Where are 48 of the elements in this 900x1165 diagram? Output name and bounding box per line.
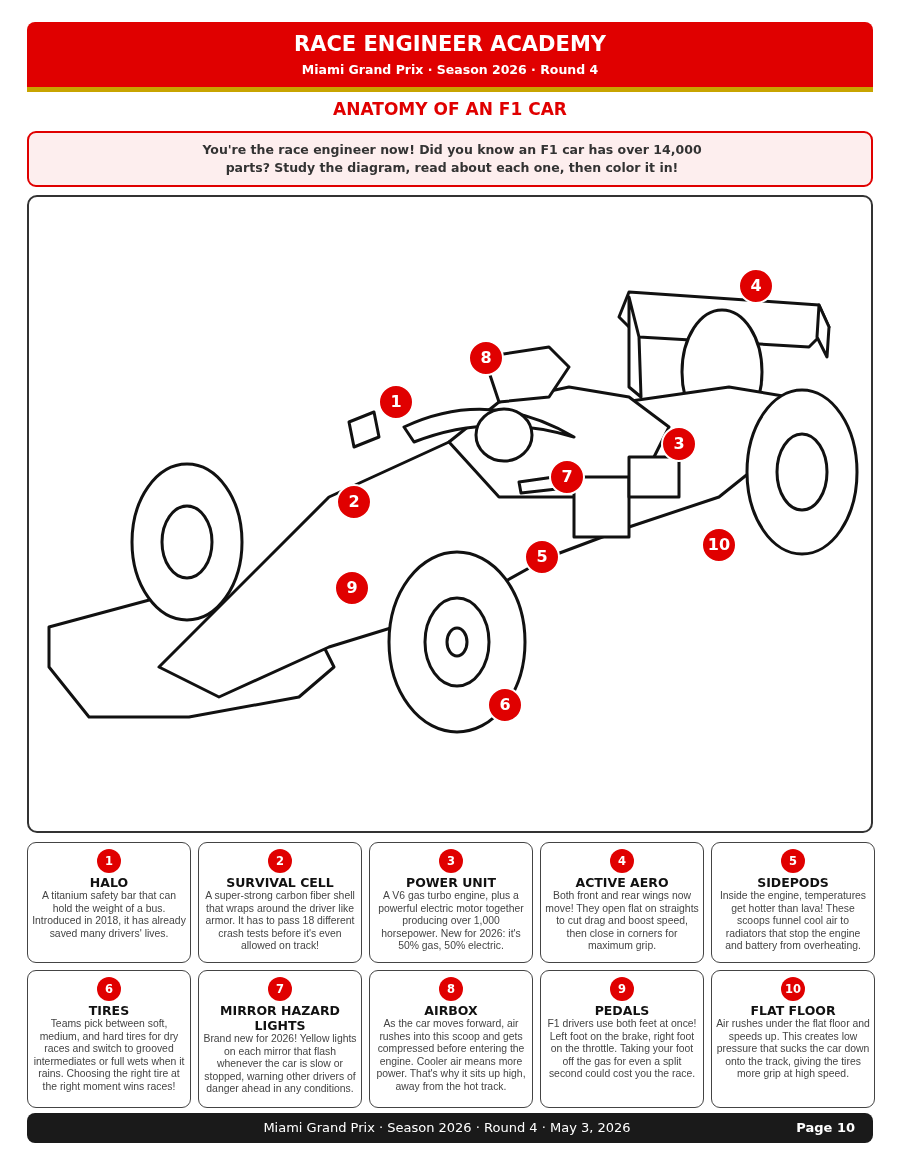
number-badge: 1 [97, 849, 121, 873]
card-title: MIRROR HAZARD LIGHTS [219, 1003, 341, 1033]
info-card [198, 842, 362, 963]
card-title: POWER UNIT [405, 875, 497, 890]
card-description: As the car moves forward, air rushes into this scoop and gets compressed before entering the engine. Cooler air means more power. That's why it sits up high, away from the hot track. [375, 1018, 527, 1094]
card-description: Air rushes under the flat floor and speeds up. This creates low pressure that sucks the car down onto the track, giving the tires more grip at high speed. [716, 1018, 870, 1081]
info-card [540, 842, 704, 963]
card-title: SURVIVAL CELL [225, 875, 335, 890]
card-title: ACTIVE AERO [574, 875, 670, 890]
card-title: TIRES [87, 1003, 131, 1018]
card-description: A super-strong carbon fiber shell that wraps around the driver like armor. It has to pass 18 different crash tests before it's even allowed on track! [204, 890, 356, 953]
card-title: HALO [88, 875, 130, 890]
info-card [711, 970, 875, 1108]
info-card [540, 970, 704, 1108]
page-number: Page 10 [796, 1120, 855, 1135]
card-description: A titanium safety bar that can hold the weight of a bus. Introduced in 2018, it has already saved many drivers' lives. [32, 890, 186, 941]
subtitle: Miami Grand Prix · Season 2026 · Round 4 [300, 62, 600, 77]
card-description: Teams pick between soft, medium, and hard tires for dry races and switch to grooved intermediates or full wets when it rains. Choosing the right tire at the right moment wins races! [32, 1018, 186, 1094]
number-badge: 6 [97, 977, 121, 1001]
card-description: Inside the engine, temperatures get hotter than lava! These scoops funnel cool air to radiators that stop the engine and battery from overheating. [718, 890, 868, 953]
info-card [369, 970, 533, 1108]
section-heading: ANATOMY OF AN F1 CAR [332, 99, 568, 119]
info-card [198, 970, 362, 1108]
card-title: PEDALS [593, 1003, 651, 1018]
number-badge: 4 [610, 849, 634, 873]
info-card [369, 842, 533, 963]
info-card [27, 970, 191, 1108]
card-title: FLAT FLOOR [749, 1003, 837, 1018]
illustration-panel [27, 195, 873, 833]
card-title: SIDEPODS [756, 875, 830, 890]
card-description: Both front and rear wings now move! They open flat on straights to cut drag and boost speed, then close in corners for maximum grip. [545, 890, 699, 953]
page-title: RACE ENGINEER ACADEMY [293, 32, 607, 56]
number-badge: 9 [610, 977, 634, 1001]
intro-box [27, 131, 873, 187]
card-description: Brand new for 2026! Yellow lights on each mirror that flash whenever the car is slow or stopped, warning other drivers of danger ahead in any conditions. [203, 1033, 357, 1096]
info-card [27, 842, 191, 963]
card-title: AIRBOX [423, 1003, 479, 1018]
number-badge: 3 [439, 849, 463, 873]
number-badge: 8 [439, 977, 463, 1001]
number-badge: 7 [268, 977, 292, 1001]
info-card [711, 842, 875, 963]
footer-text: Miami Grand Prix · Season 2026 · Round 4 · May 3, 2026 [262, 1120, 632, 1135]
number-badge: 5 [781, 849, 805, 873]
intro-text: You're the race engineer now! Did you know an F1 car has over 14,000 parts? Study the diagram, read about each one, then color it in! [201, 141, 703, 177]
number-badge: 2 [268, 849, 292, 873]
card-description: A V6 gas turbo engine, plus a powerful electric motor together producing over 1,000 horsepower. New for 2026: it's 50% gas, 50% electric. [377, 890, 525, 953]
number-badge: 10 [781, 977, 805, 1001]
card-description: F1 drivers use both feet at once! Left foot on the brake, right foot on the throttle. Taking your foot off the gas for even a split second could cost you the race. [546, 1018, 698, 1081]
